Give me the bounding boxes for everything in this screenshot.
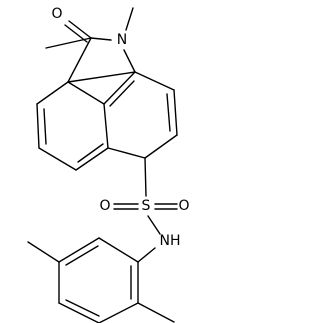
bond-group-dimethylphenyl (27, 237, 175, 323)
atom-label-ring-nitrogen: N (117, 32, 127, 48)
bond-group-sulfonamide (113, 203, 178, 263)
bond-carbonyl-1 (68, 20, 92, 39)
atom-labels: O N S O O NH (51, 6, 189, 249)
bond-ar-c6-c5-inner (65, 245, 99, 266)
bond-nh-aryl (137, 247, 156, 263)
bond-ar-c1-c6 (98, 237, 139, 263)
bond-ar-c4-c3 (58, 302, 100, 323)
bond-c2a-c8b (67, 71, 136, 83)
atom-label-carbonyl-oxygen: O (51, 6, 62, 22)
bond-c6-c5a (107, 147, 146, 159)
bond-c4-c5 (38, 147, 77, 171)
bond-c3-c4-inner (43, 108, 47, 145)
bond-n1-c8b (123, 49, 136, 73)
bond-c8-c7 (173, 89, 178, 136)
bond-c6-s (144, 157, 147, 197)
bond-s-nh (147, 215, 161, 235)
bond-methyl-c2 (137, 302, 175, 323)
bond-n-methyl (125, 7, 134, 31)
bond-group-core (36, 7, 178, 197)
bond-c2a-c3 (36, 81, 69, 105)
atom-label-sulfonyl-oxygen-right: O (178, 198, 189, 214)
bond-c5-c5a-inner (77, 143, 104, 163)
bond-c8a-c2a (67, 81, 105, 105)
bond-c2-c2a (67, 37, 92, 83)
bond-c2-n1 (90, 37, 112, 41)
bond-methyl-c5 (27, 241, 60, 263)
bond-c3-c4 (36, 103, 40, 149)
bond-c7-c6 (144, 134, 178, 159)
bond-c5a-c8a (103, 103, 109, 149)
atom-label-sulfonyl-oxygen-left: O (99, 198, 110, 214)
atom-label-amide-nh: NH (160, 233, 181, 249)
bond-c8b-c8 (134, 71, 175, 91)
bond-c8-c7-inner (166, 93, 171, 132)
atom-label-sulfur: S (142, 198, 151, 214)
bond-c8a-c8b-inner (109, 80, 135, 107)
chemical-structure-diagram: O N S O O NH (27, 6, 190, 323)
bond-carbonyl-2 (64, 24, 88, 43)
bond-ar-c4-c3-inner (65, 299, 100, 317)
bond-c8a-c8b (103, 71, 136, 105)
bond-ar-c3-c2 (98, 302, 139, 323)
bond-c5-c5a (75, 147, 109, 171)
bond-ar-c6-c5 (58, 237, 100, 263)
